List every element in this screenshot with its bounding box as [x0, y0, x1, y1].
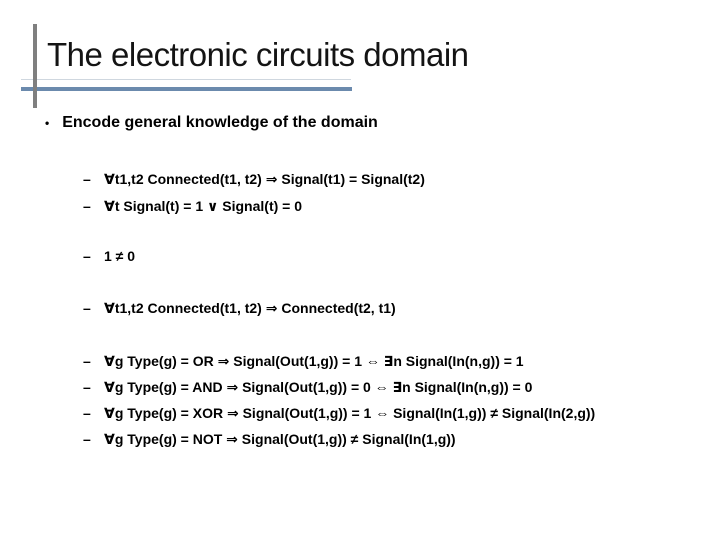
formula-row: – ∀t1,t2 Connected(t1, t2) ⇒ Connected(t…	[83, 299, 396, 318]
title-underline-blue	[21, 87, 352, 91]
dash-marker: –	[83, 405, 91, 421]
formula-row: – ∀t Signal(t) = 1 ∨ Signal(t) = 0	[83, 197, 302, 216]
formula-row: – ∀g Type(g) = NOT ⇒ Signal(Out(1,g)) ≠ …	[83, 430, 456, 449]
formula-row: – 1 ≠ 0	[83, 247, 135, 266]
formula-row: – ∀g Type(g) = OR ⇒ Signal(Out(1,g)) = 1…	[83, 352, 524, 371]
formula-text: ∀g Type(g) = OR ⇒ Signal(Out(1,g)) = 1 ⇔…	[104, 353, 524, 369]
formula-text: ∀g Type(g) = AND ⇒ Signal(Out(1,g)) = 0 …	[104, 379, 533, 395]
bullet-text: Encode general knowledge of the domain	[62, 114, 378, 131]
dash-marker: –	[83, 431, 91, 447]
dash-marker: –	[83, 248, 91, 264]
formula-text: 1 ≠ 0	[104, 248, 136, 264]
dash-marker: –	[83, 198, 91, 214]
title-underline-thin	[21, 79, 351, 80]
formula-row: – ∀g Type(g) = XOR ⇒ Signal(Out(1,g)) = …	[83, 404, 595, 423]
bullet-item: • Encode general knowledge of the domain	[45, 112, 378, 134]
formula-row: – ∀t1,t2 Connected(t1, t2) ⇒ Signal(t1) …	[83, 170, 425, 189]
formula-text: ∀t1,t2 Connected(t1, t2) ⇒ Signal(t1) = …	[104, 171, 425, 187]
title-accent-vertical-line	[33, 24, 37, 108]
bullet-marker-icon: •	[45, 116, 50, 130]
dash-marker: –	[83, 379, 91, 395]
page-title: The electronic circuits domain	[47, 36, 469, 73]
dash-marker: –	[83, 171, 91, 187]
formula-text: ∀t Signal(t) = 1 ∨ Signal(t) = 0	[104, 198, 303, 214]
formula-row: – ∀g Type(g) = AND ⇒ Signal(Out(1,g)) = …	[83, 378, 532, 397]
dash-marker: –	[83, 353, 91, 369]
formula-text: ∀t1,t2 Connected(t1, t2) ⇒ Connected(t2,…	[104, 300, 396, 316]
dash-marker: –	[83, 300, 91, 316]
formula-text: ∀g Type(g) = XOR ⇒ Signal(Out(1,g)) = 1 …	[104, 405, 596, 421]
formula-text: ∀g Type(g) = NOT ⇒ Signal(Out(1,g)) ≠ Si…	[104, 431, 456, 447]
